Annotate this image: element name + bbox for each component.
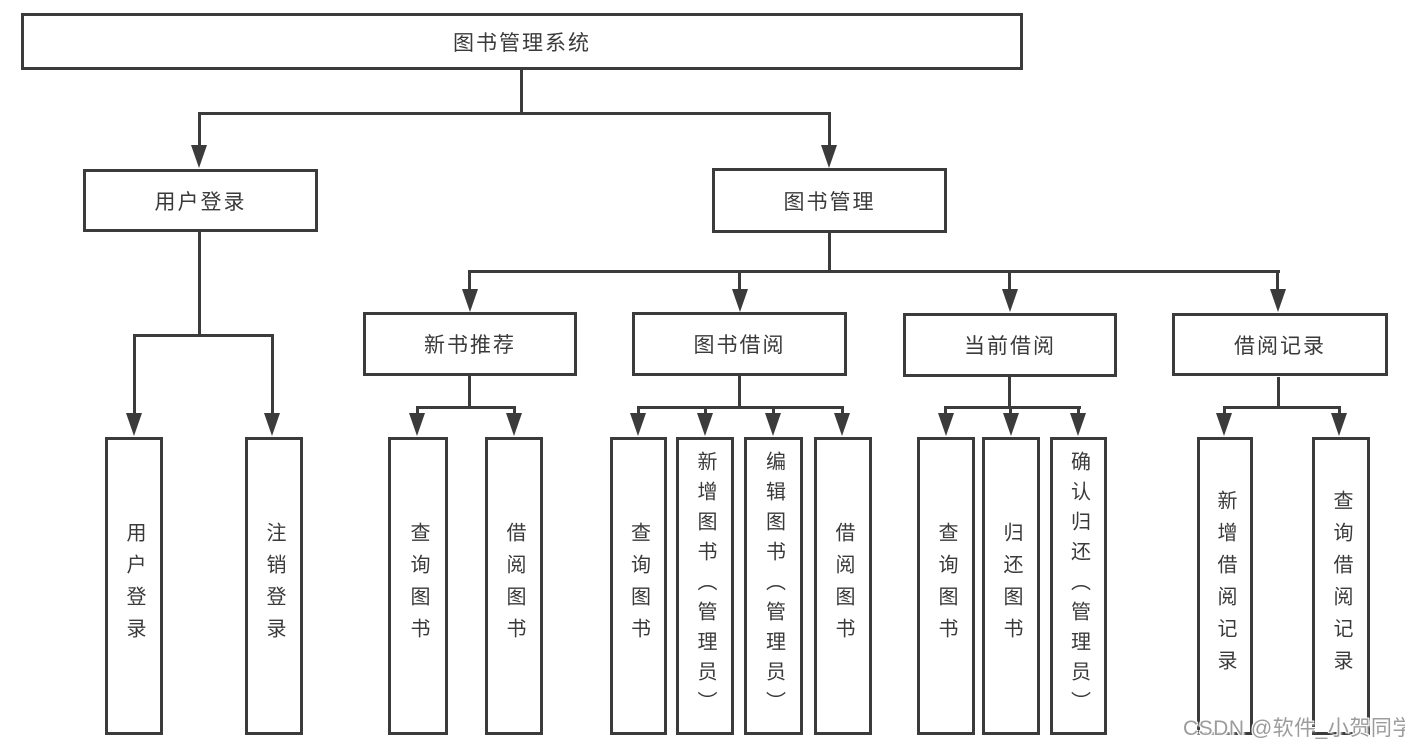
- connector-arm: [944, 406, 947, 418]
- leaf-borrow-book-recommend: 借阅图书: [485, 437, 543, 735]
- arrow-down-icon: [821, 145, 837, 168]
- connector-arm-book-borrow: [738, 270, 741, 292]
- connector-arm-borrow-record: [1276, 270, 1279, 292]
- connector-arm-user-login: [198, 112, 201, 147]
- arrow-down-icon: [732, 289, 748, 312]
- connector-arm: [772, 406, 775, 418]
- connector-current-borrow-stem: [1008, 377, 1011, 409]
- node-borrow-record: 借阅记录: [1172, 313, 1388, 376]
- connector-arm: [1009, 406, 1012, 418]
- leaf-query-book-current: 查询图书: [917, 437, 975, 735]
- node-borrow-record-label: 借阅记录: [1234, 334, 1326, 358]
- leaf-borrow-book-recommend-label: 借阅图书: [503, 522, 525, 650]
- leaf-add-borrow-record: 新增借阅记录: [1197, 437, 1253, 735]
- node-current-borrow: 当前借阅: [903, 313, 1117, 377]
- leaf-confirm-return-admin-label: 确认归还（管理员）: [1067, 451, 1090, 721]
- connector-book-management-stem: [828, 231, 831, 273]
- connector-arm: [1077, 406, 1080, 418]
- csdn-watermark: CSDN @软件_小贺同学: [1183, 717, 1405, 740]
- connector-arm-new-book: [468, 270, 471, 292]
- leaf-borrow-book-label: 借阅图书: [832, 522, 854, 650]
- leaf-query-book-recommend: 查询图书: [388, 437, 448, 735]
- connector-user-login-rail: [133, 334, 274, 337]
- leaf-query-borrow-record: 查询借阅记录: [1312, 437, 1370, 735]
- arrow-down-icon: [1003, 413, 1019, 436]
- connector-arm: [513, 406, 516, 418]
- connector-arm: [637, 406, 640, 418]
- leaf-query-book-current-label: 查询图书: [935, 522, 957, 650]
- connector-level3-rail: [468, 270, 1280, 273]
- node-book-borrow: 图书借阅: [632, 312, 847, 376]
- connector-user-login-stem: [198, 230, 201, 337]
- node-root-label: 图书管理系统: [453, 31, 591, 55]
- node-user-login: 用户登录: [83, 169, 318, 232]
- arrow-down-icon: [834, 413, 850, 436]
- arrow-down-icon: [191, 145, 207, 168]
- connector-arm: [416, 406, 419, 418]
- arrow-down-icon: [630, 413, 646, 436]
- node-book-borrow-label: 图书借阅: [693, 334, 786, 357]
- arrow-down-icon: [1270, 289, 1286, 312]
- connector-arm-current-borrow: [1008, 270, 1011, 292]
- arrow-down-icon: [765, 413, 781, 436]
- connector-book-borrow-rail: [637, 406, 844, 409]
- node-new-book-recommend-label: 新书推荐: [424, 334, 516, 357]
- leaf-confirm-return-admin: 确认归还（管理员）: [1050, 437, 1107, 735]
- connector-new-book-stem: [468, 376, 471, 409]
- leaf-query-book-borrow: 查询图书: [610, 437, 667, 735]
- connector-borrow-record-rail: [1223, 406, 1341, 409]
- node-current-borrow-label: 当前借阅: [964, 335, 1056, 358]
- arrow-down-icon: [126, 413, 142, 436]
- leaf-return-book: 归还图书: [982, 437, 1040, 735]
- arrow-down-icon: [506, 413, 522, 436]
- leaf-logout: 注销登录: [245, 437, 303, 735]
- connector-root-stem: [520, 68, 523, 114]
- node-new-book-recommend: 新书推荐: [363, 312, 577, 376]
- connector-borrow-record-stem: [1277, 377, 1280, 409]
- connector-book-borrow-stem: [738, 376, 741, 409]
- node-book-management: 图书管理: [712, 168, 947, 233]
- arrow-down-icon: [1216, 413, 1232, 436]
- leaf-edit-book-admin-label: 编辑图书（管理员）: [762, 451, 785, 721]
- arrow-down-icon: [697, 413, 713, 436]
- leaf-query-borrow-record-label: 查询借阅记录: [1330, 490, 1352, 682]
- arrow-down-icon: [1070, 413, 1086, 436]
- arrow-down-icon: [938, 413, 954, 436]
- leaf-query-book-recommend-label: 查询图书: [407, 522, 429, 650]
- node-book-management-label: 图书管理: [783, 190, 876, 214]
- connector-arm: [704, 406, 707, 418]
- connector-arm: [1223, 406, 1226, 418]
- arrow-down-icon: [1002, 289, 1018, 312]
- connector-arm: [841, 406, 844, 418]
- leaf-edit-book-admin: 编辑图书（管理员）: [744, 437, 803, 735]
- leaf-add-book-admin-label: 新增图书（管理员）: [694, 451, 716, 721]
- connector-new-book-rail: [416, 406, 516, 409]
- connector-arm: [1338, 406, 1341, 418]
- leaf-user-login-label: 用户登录: [123, 522, 145, 650]
- arrow-down-icon: [264, 413, 280, 436]
- connector-arm-logout: [271, 334, 274, 416]
- connector-arm-user-login-leaf: [133, 334, 136, 416]
- arrow-down-icon: [409, 413, 425, 436]
- leaf-user-login: 用户登录: [105, 437, 163, 735]
- leaf-borrow-book: 借阅图书: [814, 437, 872, 735]
- leaf-add-borrow-record-label: 新增借阅记录: [1214, 490, 1236, 682]
- leaf-query-book-borrow-label: 查询图书: [627, 522, 650, 650]
- node-user-login-label: 用户登录: [154, 190, 247, 214]
- arrow-down-icon: [462, 289, 478, 312]
- leaf-logout-label: 注销登录: [263, 522, 285, 650]
- leaf-add-book-admin: 新增图书（管理员）: [676, 437, 734, 735]
- leaf-return-book-label: 归还图书: [1000, 522, 1022, 650]
- connector-current-borrow-rail: [944, 406, 1081, 409]
- arrow-down-icon: [1331, 413, 1347, 436]
- node-root: 图书管理系统: [21, 13, 1023, 70]
- connector-level2-rail: [198, 112, 831, 115]
- connector-arm-book-management: [828, 112, 831, 147]
